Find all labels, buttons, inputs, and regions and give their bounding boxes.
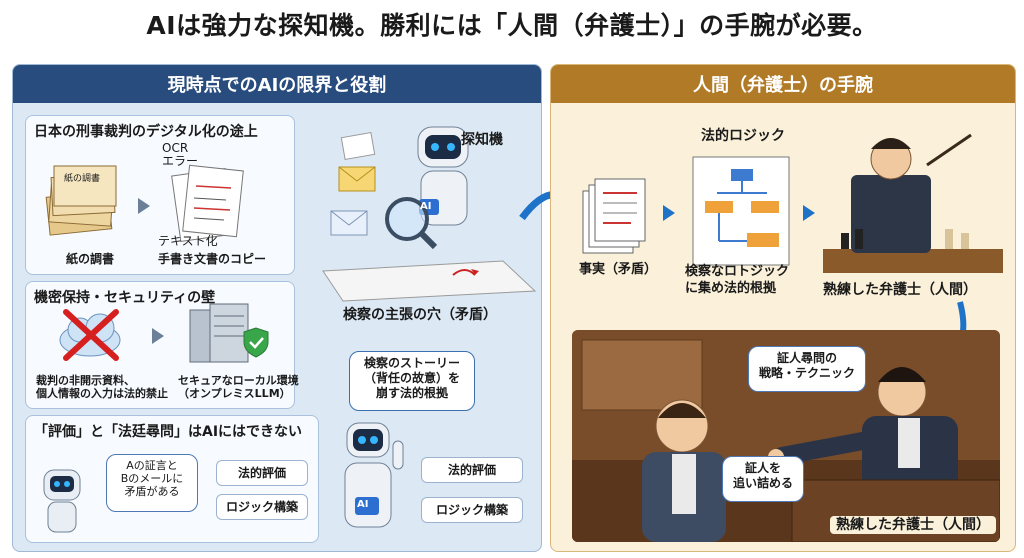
robot-icon	[43, 469, 81, 533]
robot-ai-badge: AI	[420, 201, 432, 212]
scattered-papers	[322, 260, 537, 302]
handwritten-label: 手書き文書のコピー	[158, 252, 267, 266]
cloud-blocked-icon	[59, 309, 121, 361]
security-box: 機密保持・セキュリティの壁 裁判の非開示資料、 個人情報の入力は法的禁止 セキ	[25, 281, 299, 409]
arrow-right-icon	[138, 198, 150, 214]
detector-label: 探知機	[461, 132, 503, 148]
lawyer-label: 熟練した弁護士（人間）	[823, 282, 977, 298]
magnifying-glass-icon	[385, 197, 429, 241]
detector-robot-illustration	[322, 126, 537, 302]
lawyer-skill-header: 人間（弁護士）の手腕	[551, 65, 1015, 103]
ai-limits-header: 現時点でのAIの限界と役割	[13, 65, 541, 103]
envelope-icon	[330, 210, 368, 236]
courtroom-scene: 証人尋問の 戦略・テクニック 証人を 追い詰める 熟練した弁護士（人間）	[572, 330, 1000, 542]
story-legal-evaluation-tag: 法的評価	[421, 457, 523, 483]
pointing-robot-icon	[344, 422, 404, 528]
paper-label: 紙の調書	[66, 252, 115, 266]
paper-stack-text: 紙の調書	[64, 174, 101, 184]
server-label: セキュアなローカル環境 （オンプレミスLLM）	[178, 374, 299, 400]
limits-box: 「評価」と「法廷尋問」はAIにはできない Aの証言と Bのメールに 矛盾がある …	[25, 415, 319, 543]
cloud-label: 裁判の非開示資料、 個人情報の入力は法的禁止	[36, 374, 168, 400]
digitization-title: 日本の刑事裁判のデジタル化の途上	[34, 124, 258, 140]
digitization-box: 日本の刑事裁判のデジタル化の途上 紙の調書 OCR エラー テキスト化 紙の調書…	[25, 115, 295, 275]
documents-icon	[582, 178, 646, 254]
lawyer-chess-icon	[823, 133, 1003, 273]
envelope-icon	[338, 166, 376, 192]
story-robot-ai-badge: AI	[357, 499, 369, 510]
secure-server-icon	[189, 303, 269, 363]
logic-flowchart-icon	[692, 156, 790, 266]
arrow-right-icon	[803, 205, 815, 221]
cross-exam-bubble: 証人尋問の 戦略・テクニック	[748, 346, 866, 392]
security-title: 機密保持・セキュリティの壁	[34, 290, 216, 306]
ocr-error-label: OCR エラー	[162, 141, 199, 168]
logic-caption: 検察なロトジック に集め法的根拠	[685, 264, 790, 296]
text-convert-label: テキスト化	[158, 234, 218, 248]
page-title: AIは強力な探知機。勝利には「人間（弁護士）」の手腕が必要。	[146, 11, 878, 40]
paper-stack-icon	[45, 164, 244, 243]
story-bubble: 検察のストーリー （背任の故意）を 崩す法的根拠	[349, 351, 475, 411]
document-ocr-icon	[171, 164, 244, 243]
witness-figure	[642, 399, 726, 542]
arrow-right-icon	[152, 328, 164, 344]
corner-witness-bubble: 証人を 追い詰める	[722, 456, 804, 502]
facts-label: 事実（矛盾）	[579, 262, 658, 277]
contradiction-bubble: Aの証言と Bのメールに 矛盾がある	[106, 454, 198, 512]
limits-title: 「評価」と「法廷尋問」はAIにはできない	[34, 424, 303, 440]
arrow-right-icon	[663, 205, 675, 221]
legal-logic-label: 法的ロジック	[701, 128, 785, 144]
story-logic-building-tag: ロジック構築	[421, 497, 523, 523]
prosecution-hole-label: 検察の主張の穴（矛盾）	[343, 307, 497, 323]
court-lawyer-caption: 熟練した弁護士（人間）	[830, 516, 996, 534]
logic-building-tag: ロジック構築	[216, 494, 308, 520]
legal-evaluation-tag: 法的評価	[216, 460, 308, 486]
document-icon	[340, 131, 376, 161]
ai-limits-panel: 現時点でのAIの限界と役割 日本の刑事裁判のデジタル化の途上 紙の調書 OCR …	[12, 64, 542, 552]
